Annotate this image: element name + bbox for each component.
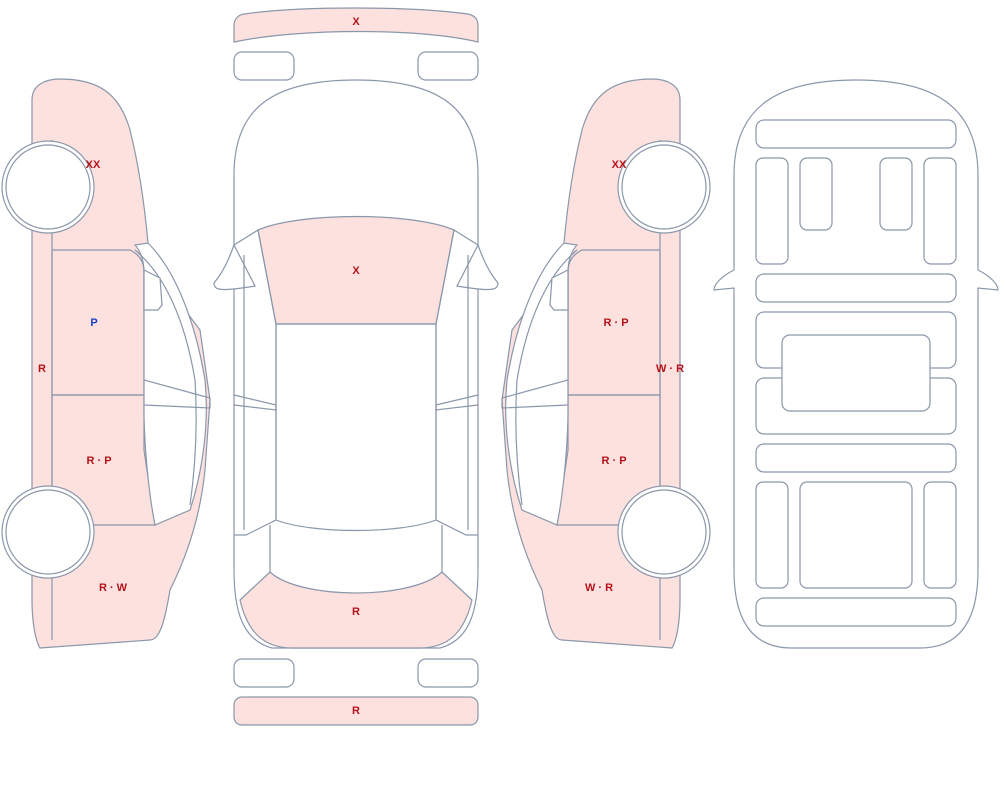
left-window-area [133,242,207,526]
left-quarter-code: R · W [99,582,128,594]
right-side-view: XX R · P W · R R · P W · R [501,78,711,649]
front-bumper-panel[interactable] [233,7,479,43]
rear-crossmember[interactable] [755,443,957,473]
front-left-light[interactable] [233,51,295,81]
left-rocker-code: R [38,363,46,375]
top-right-b-pillar [435,394,479,411]
top-view: X X R R [213,7,499,726]
right-mirror[interactable] [549,269,569,311]
trunk-panel[interactable] [239,571,473,649]
front-right-seat-pad[interactable] [879,157,913,231]
left-front-door-code: P [90,317,97,329]
front-left-footwell[interactable] [755,157,789,265]
roof-panel[interactable] [275,323,437,532]
right-quarter-code: W · R [585,582,613,594]
left-rear-wheel-inner [5,489,91,575]
top-left-b-pillar [233,394,277,411]
front-left-seat-pad[interactable] [799,157,833,231]
rear-sill[interactable] [755,597,957,627]
rear-bumper-code: R [352,705,360,717]
rear-right-well[interactable] [923,481,957,589]
left-mirror[interactable] [143,269,163,311]
left-side-view: XX P R R · P R · W [1,78,211,649]
rear-bumper-panel[interactable] [233,696,479,726]
top-right-mirror[interactable] [456,243,499,291]
right-rocker-code: W · R [656,363,684,375]
left-front-wheel-inner [5,144,91,230]
left-front-fender-code: XX [86,159,101,171]
right-rear-door-code: R · P [601,455,626,467]
center-console[interactable] [781,334,931,412]
front-crossmember[interactable] [755,273,957,303]
right-front-door-code: R · P [603,317,628,329]
top-left-mirror[interactable] [213,243,256,291]
rear-right-light[interactable] [417,658,479,688]
rear-left-well[interactable] [755,481,789,589]
right-front-fender-code: XX [612,159,627,171]
right-front-wheel-inner [621,144,707,230]
front-right-footwell[interactable] [923,157,957,265]
cargo-floor[interactable] [799,481,913,589]
hood-code: X [352,265,360,277]
right-rear-wheel-inner [621,489,707,575]
dash-panel[interactable] [755,119,957,149]
left-b-pillar [143,379,211,409]
rear-left-light[interactable] [233,658,295,688]
front-bumper-code: X [352,16,360,28]
trunk-code: R [352,606,360,618]
left-rear-door-code: R · P [86,455,111,467]
front-right-light[interactable] [417,51,479,81]
right-window-area [505,242,579,526]
right-b-pillar [501,379,569,409]
underbody-view [713,79,999,649]
